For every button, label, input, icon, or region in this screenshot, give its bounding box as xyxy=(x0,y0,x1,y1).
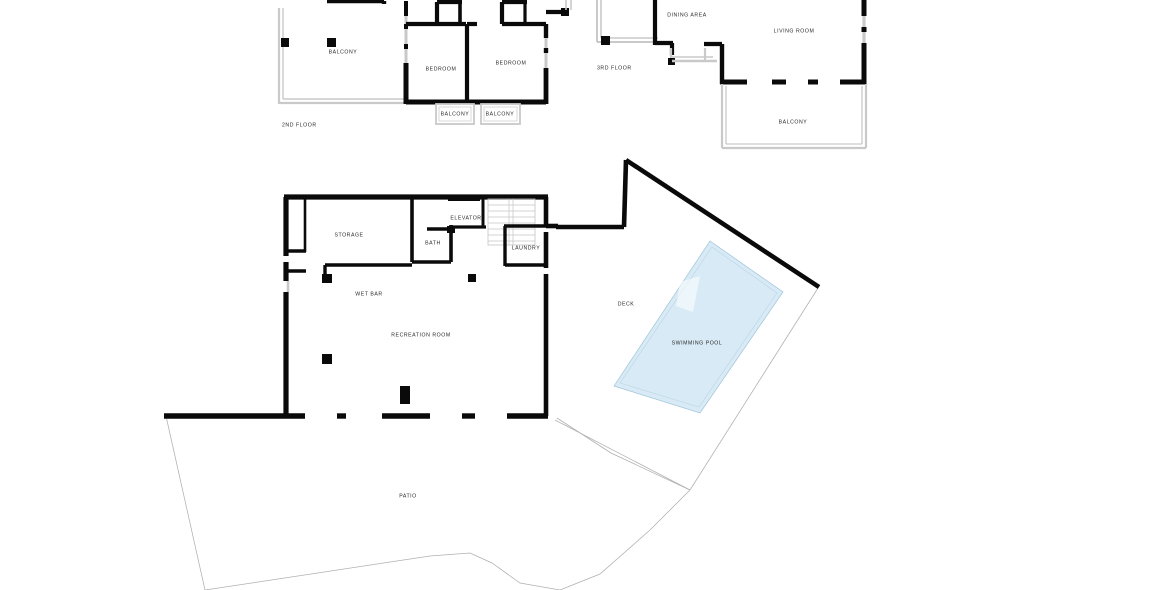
deck-edge-lower xyxy=(610,452,691,491)
balcony-column-mid xyxy=(327,38,336,47)
label-recreation-room: RECREATION ROOM xyxy=(391,332,450,338)
third-floor-plan: DINING AREA LIVING ROOM BALCONY 3RD FLOO… xyxy=(596,0,868,150)
wall-deck-northwest xyxy=(621,159,629,228)
label-balcony-small-right: BALCONY xyxy=(486,111,515,117)
column-3f-dining xyxy=(668,58,675,65)
stair-symbol xyxy=(487,198,536,246)
label-balcony-small-left: BALCONY xyxy=(441,111,470,117)
column-2f-topright xyxy=(561,8,569,16)
swimming-pool-shape xyxy=(613,240,784,414)
swimming-pool-coping xyxy=(619,246,778,408)
label-laundry: LAUNDRY xyxy=(512,245,541,251)
patio-edge-bottom xyxy=(204,552,561,590)
label-second-floor: 2ND FLOOR xyxy=(282,122,317,128)
label-storage: STORAGE xyxy=(334,232,363,238)
column-rec-upper xyxy=(468,274,476,282)
column-wetbar xyxy=(322,274,332,283)
label-third-floor: 3RD FLOOR xyxy=(597,65,632,71)
label-deck: DECK xyxy=(618,301,635,307)
wall-deck-northeast xyxy=(624,158,821,289)
swimming-pool-group: SWIMMING POOL xyxy=(613,240,784,414)
third-floor-balcony-railing xyxy=(720,84,868,150)
label-swimming-pool: SWIMMING POOL xyxy=(672,340,723,346)
label-patio: PATIO xyxy=(399,493,417,499)
label-wet-bar: WET BAR xyxy=(355,291,382,297)
small-balcony-right xyxy=(480,103,521,125)
door-jamb-bath xyxy=(447,226,455,233)
label-balcony-3f: BALCONY xyxy=(779,119,808,125)
patio-edge-left xyxy=(165,415,206,590)
label-bedroom-right: BEDROOM xyxy=(496,60,527,66)
column-rec-mid xyxy=(400,386,410,404)
label-living-room: LIVING ROOM xyxy=(774,28,815,34)
deck-edge-lower-left xyxy=(556,417,612,454)
second-floor-balcony-railing xyxy=(277,8,406,105)
label-balcony-main-2f: BALCONY xyxy=(329,49,358,55)
deck-edge-right xyxy=(689,287,819,491)
deck-perimeter-wall xyxy=(556,158,821,289)
second-floor-plan: BALCONY BEDROOM BEDROOM BALCONY BALCONY … xyxy=(277,0,572,128)
wall-elevator-top xyxy=(448,195,480,201)
small-balcony-left xyxy=(435,103,475,125)
label-elevator: ELEVATOR xyxy=(450,215,481,221)
balcony-column-left xyxy=(281,38,289,47)
site-outline xyxy=(165,287,819,590)
watermark-overlay xyxy=(676,276,700,312)
label-bath: BATH xyxy=(425,240,441,246)
column-rec-left xyxy=(322,354,332,364)
column-3f-left xyxy=(601,36,610,45)
label-dining-area: DINING AREA xyxy=(667,12,707,18)
patio-edge-right-lower xyxy=(559,489,691,590)
lower-level-plan: STORAGE BATH ELEVATOR LAUNDRY WET BAR RE… xyxy=(164,194,558,419)
label-bedroom-left: BEDROOM xyxy=(426,66,457,72)
